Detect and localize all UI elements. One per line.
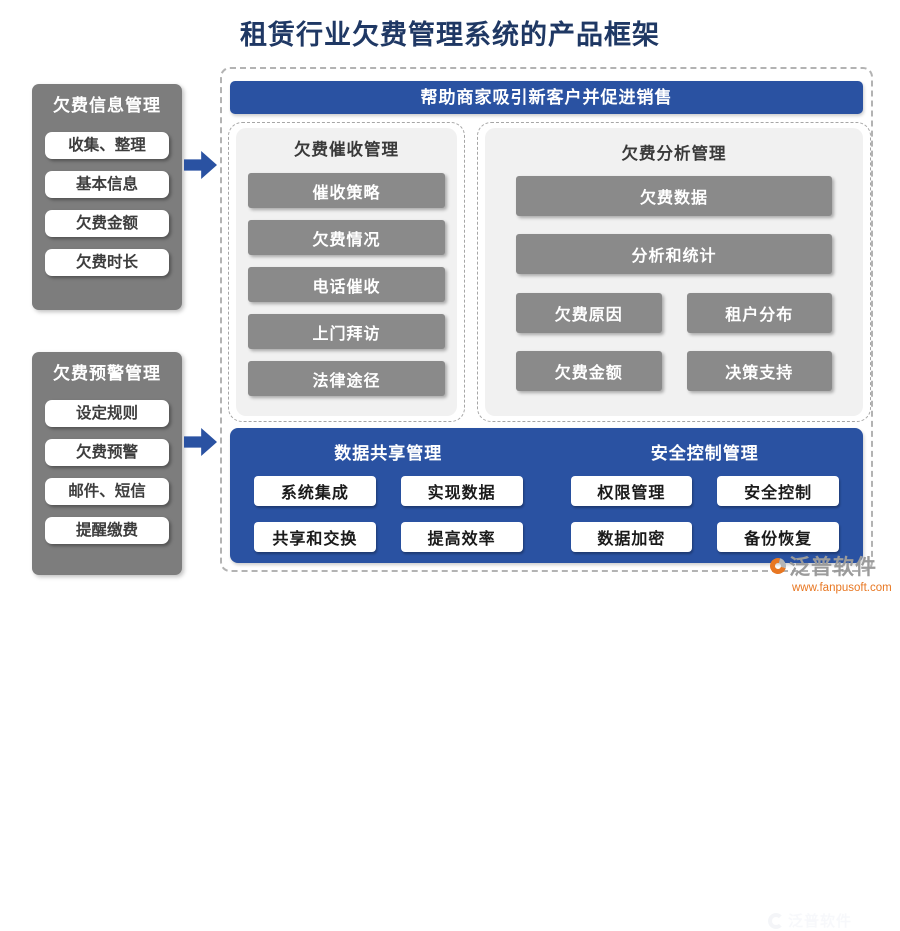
analysis-item: 租户分布 [686,293,832,333]
bottom-item: 安全控制 [717,476,839,506]
panel-item: 提醒缴费 [45,517,169,544]
analysis-item: 欠费数据 [516,176,832,216]
bottom-item: 共享和交换 [254,522,376,552]
panel-arrears-info-header: 欠费信息管理 [53,96,161,115]
collection-item: 催收策略 [248,173,445,208]
collection-item: 欠费情况 [248,220,445,255]
arrow-right-icon [184,428,217,456]
collection-item: 法律途径 [248,361,445,396]
panel-data-sharing-header: 数据共享管理 [334,444,443,463]
top-banner: 帮助商家吸引新客户并促进销售 [230,81,863,114]
panel-analysis-grid-items: 欠费原因 租户分布 欠费金额 决策支持 [485,293,863,391]
brand-footer: 泛普软件 www.fanpusoft.com [767,551,892,594]
panel-analysis: 欠费分析管理 欠费数据 分析和统计 欠费原因 租户分布 欠费金额 决策支持 [477,122,871,422]
panel-arrears-warning: 欠费预警管理 设定规则 欠费预警 邮件、短信 提醒缴费 [32,352,182,575]
brand-url: www.fanpusoft.com [792,582,892,594]
arrow-right-icon [184,151,217,179]
page-title: 租赁行业欠费管理系统的产品框架 [240,20,660,50]
collection-item: 电话催收 [248,267,445,302]
bottom-item: 实现数据 [400,476,523,506]
panel-collection-body: 欠费催收管理 催收策略 欠费情况 电话催收 上门拜访 法律途径 [236,128,457,416]
analysis-item: 欠费金额 [516,351,662,391]
collection-item: 上门拜访 [248,314,445,349]
panel-collection-header: 欠费催收管理 [294,141,399,159]
panel-item: 邮件、短信 [45,478,169,505]
panel-analysis-body: 欠费分析管理 欠费数据 分析和统计 欠费原因 租户分布 欠费金额 决策支持 [485,128,863,416]
analysis-item: 欠费原因 [516,293,662,333]
watermark-text: 泛普软件 [788,913,853,930]
panel-item: 基本信息 [45,171,169,198]
fanpu-logo-icon [768,912,784,929]
panel-arrears-warning-header: 欠费预警管理 [53,364,161,383]
analysis-item: 分析和统计 [516,234,832,274]
panel-item: 收集、整理 [45,132,169,159]
bottom-item: 数据加密 [570,522,693,552]
panel-security-control: 安全控制管理 权限管理 安全控制 数据加密 备份恢复 [547,428,864,563]
bottom-item: 提高效率 [400,522,523,552]
bottom-item: 备份恢复 [717,522,839,552]
panel-item: 欠费预警 [45,439,169,466]
panel-item: 欠费金额 [45,210,169,237]
panel-bottom: 数据共享管理 系统集成 实现数据 共享和交换 提高效率 安全控制管理 权限管理 … [230,428,864,930]
panel-collection: 欠费催收管理 催收策略 欠费情况 电话催收 上门拜访 法律途径 [228,122,465,422]
fanpu-logo-icon [767,555,789,577]
diagram-canvas: 租赁行业欠费管理系统的产品框架 欠费信息管理 收集、整理 基本信息 欠费金额 欠… [32,20,892,930]
panel-data-sharing: 数据共享管理 系统集成 实现数据 共享和交换 提高效率 [230,428,547,563]
panel-data-sharing-items: 系统集成 实现数据 共享和交换 提高效率 [230,476,547,552]
panel-arrears-warning-items: 设定规则 欠费预警 邮件、短信 提醒缴费 [32,400,182,544]
panel-item: 设定规则 [45,400,169,427]
panel-arrears-info: 欠费信息管理 收集、整理 基本信息 欠费金额 欠费时长 [32,84,182,310]
panel-analysis-wide-items: 欠费数据 分析和统计 [485,176,863,274]
watermark: 泛普软件 [768,910,852,931]
panel-security-control-items: 权限管理 安全控制 数据加密 备份恢复 [547,476,864,552]
panel-collection-items: 催收策略 欠费情况 电话催收 上门拜访 法律途径 [236,173,457,396]
bottom-item: 权限管理 [570,476,693,506]
panel-analysis-header: 欠费分析管理 [621,145,727,163]
bottom-item: 系统集成 [254,476,376,506]
panel-item: 欠费时长 [45,249,169,276]
brand-row: 泛普软件 [767,551,892,581]
brand-name: 泛普软件 [789,556,877,579]
analysis-item: 决策支持 [686,351,832,391]
panel-security-control-header: 安全控制管理 [650,444,759,463]
panel-arrears-info-items: 收集、整理 基本信息 欠费金额 欠费时长 [32,132,182,276]
